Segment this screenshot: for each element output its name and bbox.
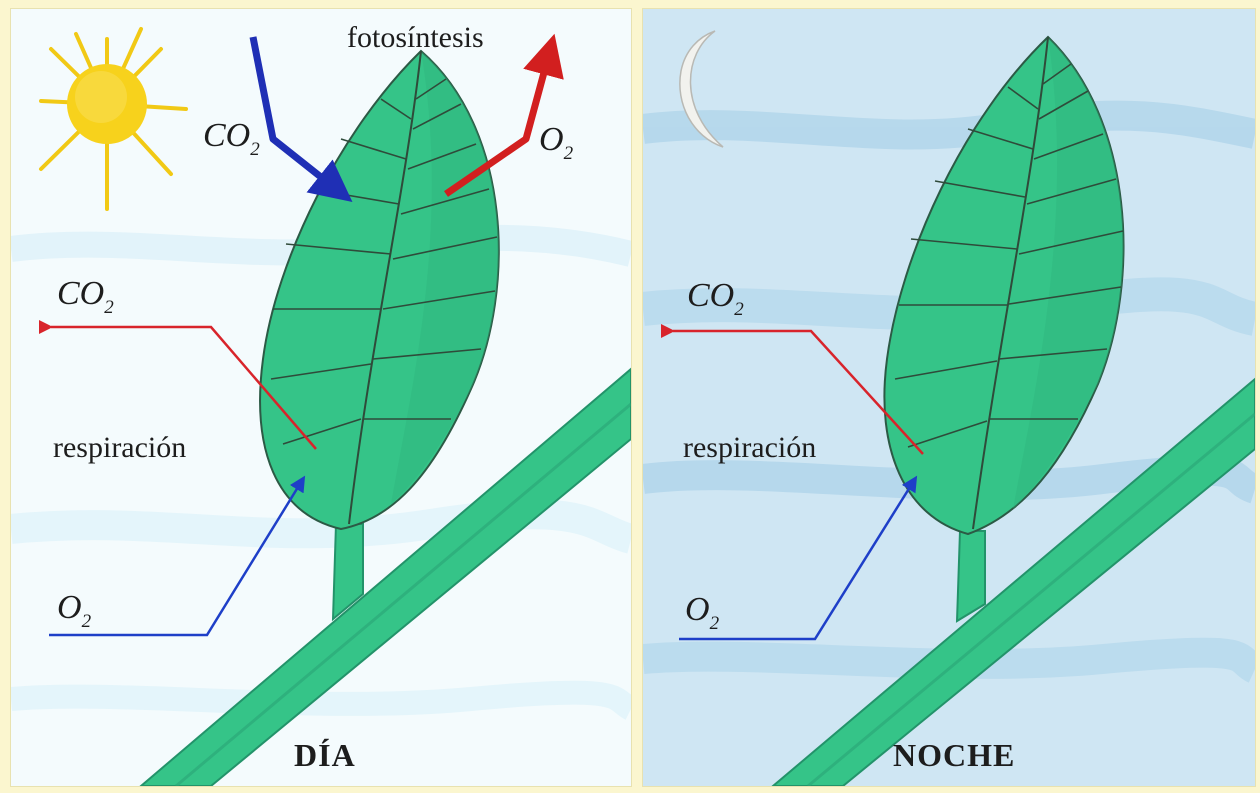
respiration-o2-main: O	[57, 589, 82, 626]
respiration-co2-label-night: CO2	[687, 277, 744, 321]
respiration-o2-label: O2	[57, 589, 91, 633]
respiration-co2-label: CO2	[57, 275, 114, 319]
respiration-co2-main: CO	[57, 275, 104, 312]
o2-label: O2	[539, 121, 573, 165]
respiration-label-night: respiración	[683, 431, 816, 465]
o2-main: O	[539, 121, 564, 158]
respiration-label: respiración	[53, 431, 186, 465]
day-illustration	[11, 9, 631, 786]
respiration-co2-subscript-night: 2	[734, 299, 744, 320]
photosynthesis-label: fotosíntesis	[347, 21, 484, 55]
co2-label: CO2	[203, 117, 260, 161]
co2-intake-arrow	[253, 37, 336, 189]
respiration-co2-subscript: 2	[104, 297, 114, 318]
day-caption: DÍA	[294, 737, 356, 774]
petiole-night	[957, 531, 985, 621]
co2-main: CO	[203, 117, 250, 154]
co2-subscript: 2	[250, 139, 260, 160]
o2-subscript: 2	[564, 143, 574, 164]
respiration-o2-subscript-night: 2	[710, 613, 720, 634]
respiration-o2-label-night: O2	[685, 591, 719, 635]
respiration-o2-main-night: O	[685, 591, 710, 628]
day-panel: fotosíntesis CO2 O2 CO2 respiración O2 D…	[10, 8, 632, 787]
leaf-illustration-night	[884, 37, 1123, 534]
night-caption: NOCHE	[893, 737, 1015, 774]
sun-icon	[41, 29, 186, 209]
leaf-illustration	[260, 51, 499, 529]
night-illustration	[643, 9, 1255, 786]
night-panel: CO2 respiración O2 NOCHE	[642, 8, 1256, 787]
respiration-co2-main-night: CO	[687, 277, 734, 314]
respiration-o2-subscript: 2	[82, 611, 92, 632]
